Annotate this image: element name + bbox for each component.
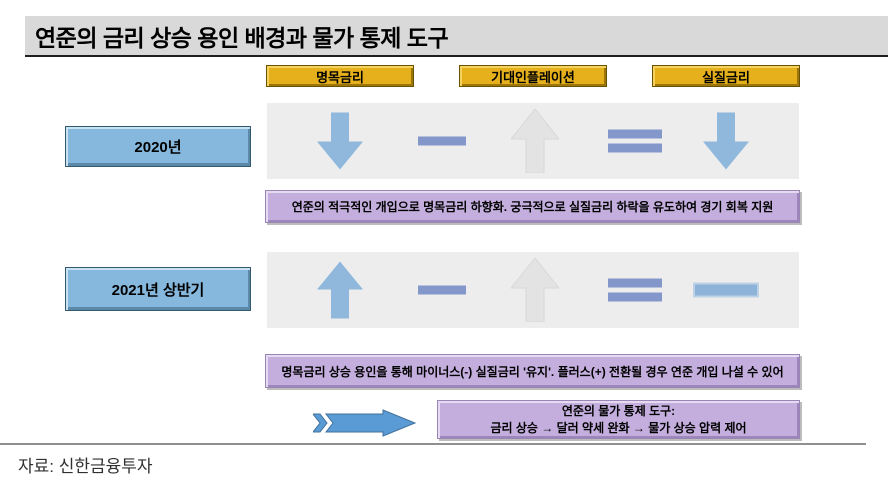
- down-blue-arrow-indicator: [703, 112, 749, 170]
- title-underline: [25, 55, 888, 57]
- minus-indicator: [418, 136, 466, 146]
- bottom-divider: [0, 443, 866, 445]
- row-label-2020: 2020년: [65, 126, 251, 167]
- indicator-panel-2020: [267, 103, 799, 179]
- down-blue-arrow-indicator: [317, 112, 363, 170]
- conclusion-line2: 금리 상승 → 달러 약세 완화 → 물가 상승 압력 제어: [490, 420, 747, 435]
- flow-right-arrow-icon: [313, 409, 417, 437]
- flat-blue-bar-indicator: [693, 282, 759, 298]
- note-2021h1: 명목금리 상승 용인을 통해 마이너스(-) 실질금리 '유지'. 플러스(+)…: [265, 354, 800, 388]
- column-header-expected-inflation: 기대인플레이션: [459, 65, 607, 87]
- equals-indicator: [608, 278, 662, 302]
- column-header-real-rate: 실질금리: [652, 65, 800, 87]
- row-label-2021h1: 2021년 상반기: [65, 267, 251, 311]
- conclusion-box: 연준의 물가 통제 도구: 금리 상승 → 달러 약세 완화 → 물가 상승 압…: [437, 400, 800, 439]
- minus-indicator: [418, 285, 466, 295]
- page-title: 연준의 금리 상승 용인 배경과 물가 통제 도구: [35, 24, 449, 51]
- indicator-panel-2021h1: [267, 252, 799, 328]
- note-2020: 연준의 적극적인 개입으로 명목금리 하향화. 궁극적으로 실질금리 하락을 유…: [265, 190, 800, 223]
- source-text: 자료: 신한금융투자: [18, 457, 153, 476]
- equals-indicator: [608, 129, 662, 153]
- up-blue-arrow-indicator: [317, 261, 363, 319]
- up-gray-arrow-indicator: [509, 108, 561, 174]
- conclusion-line1: 연준의 물가 통제 도구:: [561, 404, 676, 419]
- column-header-nominal-rate: 명목금리: [266, 65, 414, 87]
- title-bar: 연준의 금리 상승 용인 배경과 물가 통제 도구: [25, 16, 888, 55]
- up-gray-arrow-indicator: [509, 257, 561, 323]
